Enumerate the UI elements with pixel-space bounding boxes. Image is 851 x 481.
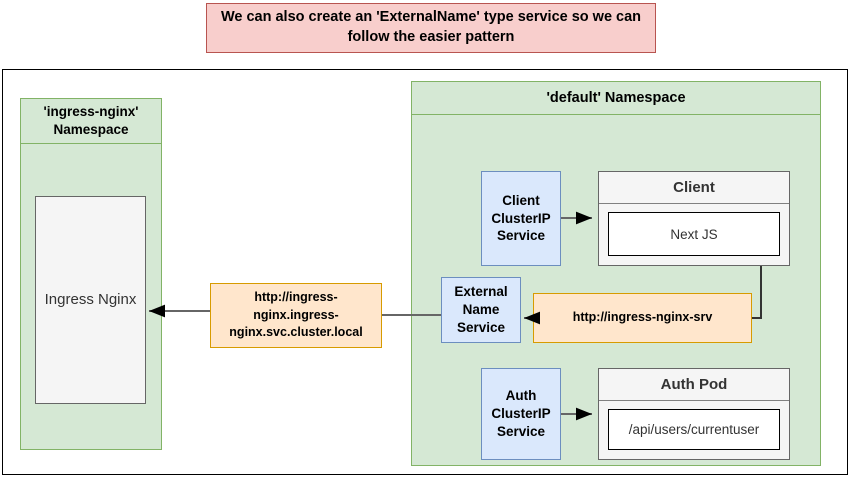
ingress-nginx-box: Ingress Nginx xyxy=(35,196,146,404)
pod-client-container: Next JS xyxy=(608,212,780,256)
service-client-clusterip: Client ClusterIP Service xyxy=(481,171,561,266)
pod-auth-title: Auth Pod xyxy=(599,369,789,401)
pod-auth-container: /api/users/currentuser xyxy=(608,409,780,450)
pod-client: Client Next JS xyxy=(598,171,790,266)
namespace-default-title: 'default' Namespace xyxy=(412,82,820,115)
service-external-name: External Name Service xyxy=(441,277,521,343)
namespace-ingress-nginx-title: 'ingress-nginx' Namespace xyxy=(21,99,161,144)
banner-note: We can also create an 'ExternalName' typ… xyxy=(206,3,656,53)
pod-client-title: Client xyxy=(599,172,789,204)
url-ingress-nginx-srv: http://ingress-nginx-srv xyxy=(533,293,752,343)
url-ingress-nginx-fqdn: http://ingress-nginx.ingress-nginx.svc.c… xyxy=(210,283,382,348)
pod-auth: Auth Pod /api/users/currentuser xyxy=(598,368,790,460)
service-auth-clusterip: Auth ClusterIP Service xyxy=(481,368,561,460)
